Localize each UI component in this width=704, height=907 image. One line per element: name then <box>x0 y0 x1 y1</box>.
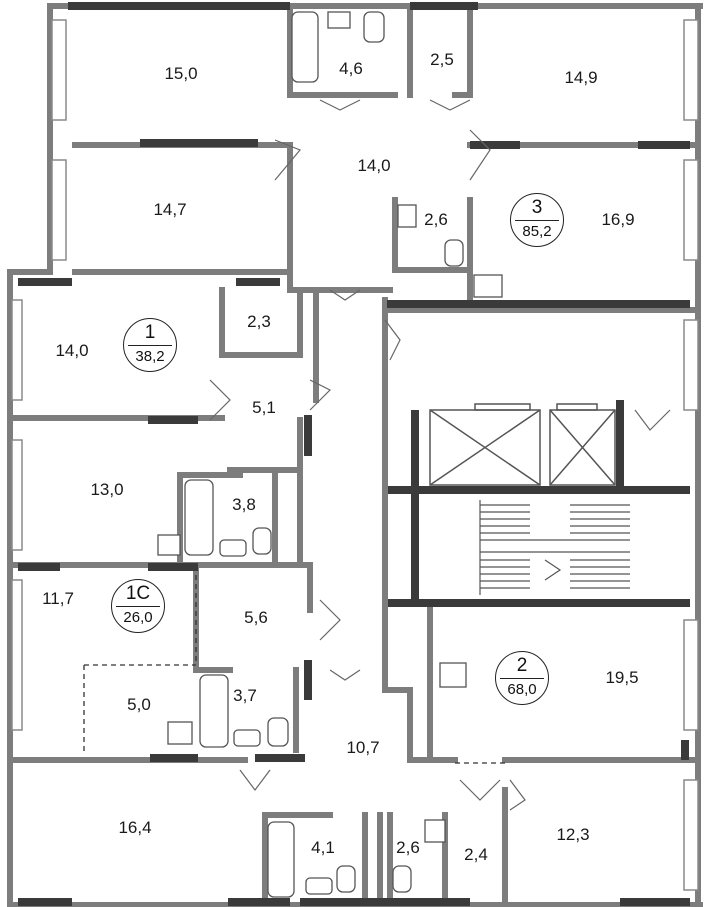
bathtub-1c <box>199 674 229 748</box>
badge-divider <box>515 220 559 221</box>
room-area-label: 2,6 <box>396 838 420 857</box>
apartment-badge: 2 68,0 <box>495 651 549 705</box>
door-swings <box>209 99 671 811</box>
apartment-total-area: 85,2 <box>522 223 552 240</box>
room-area-label: 12,3 <box>556 825 590 844</box>
room-area-label: 16,9 <box>601 210 635 229</box>
room-area-label: 2,4 <box>464 845 488 864</box>
dashed-zones <box>83 575 505 764</box>
room-area-label: 5,6 <box>244 608 268 627</box>
apartment-number: 2 <box>516 655 528 676</box>
washbasin-1c-b <box>233 729 261 747</box>
toilet-1c <box>267 717 289 747</box>
room-area-label: 5,0 <box>127 695 151 714</box>
room-area-label: 2,6 <box>424 210 448 229</box>
apartment-badge: 1С 26,0 <box>111 579 165 633</box>
bathroom-fixtures <box>157 11 503 898</box>
toilet-south-a <box>336 865 356 893</box>
room-area-label: 5,1 <box>252 398 276 417</box>
toilet-3b <box>444 239 464 267</box>
room-area-label: 2,5 <box>430 50 454 69</box>
toilet-south-b <box>392 865 412 893</box>
room-area-label: 11,7 <box>42 589 74 608</box>
washbasin-1b <box>219 539 247 557</box>
room-area-label: 14,7 <box>153 200 187 219</box>
room-area-label: 3,7 <box>233 686 257 705</box>
washbasin-1a <box>157 534 181 556</box>
washbasin-3a <box>327 11 351 29</box>
room-area-label: 16,4 <box>118 818 152 837</box>
room-area-label: 4,1 <box>311 838 335 857</box>
room-area-label: 14,9 <box>564 68 598 87</box>
room-area-label: 3,8 <box>232 495 256 514</box>
washbasin-3b <box>397 204 417 228</box>
room-area-label: 14,0 <box>357 156 391 175</box>
bathtub-1 <box>184 479 214 556</box>
apartment-total-area: 68,0 <box>507 681 537 698</box>
room-area-label: 4,6 <box>339 59 363 78</box>
apartment-number: 1С <box>125 583 151 604</box>
toilet-3a <box>363 11 385 43</box>
room-area-label: 2,3 <box>247 312 271 331</box>
badge-divider <box>500 678 544 679</box>
room-area-label: 19,5 <box>605 668 639 687</box>
stairs <box>479 500 630 595</box>
load-bearing-walls <box>18 2 690 906</box>
windows <box>11 19 699 891</box>
apartment-badge: 3 85,2 <box>510 193 564 247</box>
washbasin-1c-a <box>167 721 193 745</box>
apartment-total-area: 38,2 <box>135 348 165 365</box>
washbasin-south-b <box>424 819 446 843</box>
washbasin-south-a <box>305 877 333 895</box>
elevator-shafts <box>429 403 616 486</box>
room-area-label: 15,0 <box>164 64 198 83</box>
room-area-label: 10,7 <box>346 738 380 757</box>
bathtub-3 <box>291 11 319 83</box>
badge-divider <box>128 345 172 346</box>
room-area-label: 14,0 <box>55 341 89 360</box>
apartment-number: 1 <box>144 322 156 343</box>
apartment-badge: 1 38,2 <box>123 318 177 372</box>
partition-walls <box>7 3 703 907</box>
bathtub-south <box>267 821 295 898</box>
washbasin-3c <box>473 274 503 298</box>
room-area-label: 13,0 <box>90 480 124 499</box>
apartment-total-area: 26,0 <box>123 609 153 626</box>
washbasin-2 <box>439 662 467 688</box>
toilet-1 <box>252 527 272 555</box>
apartment-number: 3 <box>531 197 543 218</box>
badge-divider <box>116 606 160 607</box>
